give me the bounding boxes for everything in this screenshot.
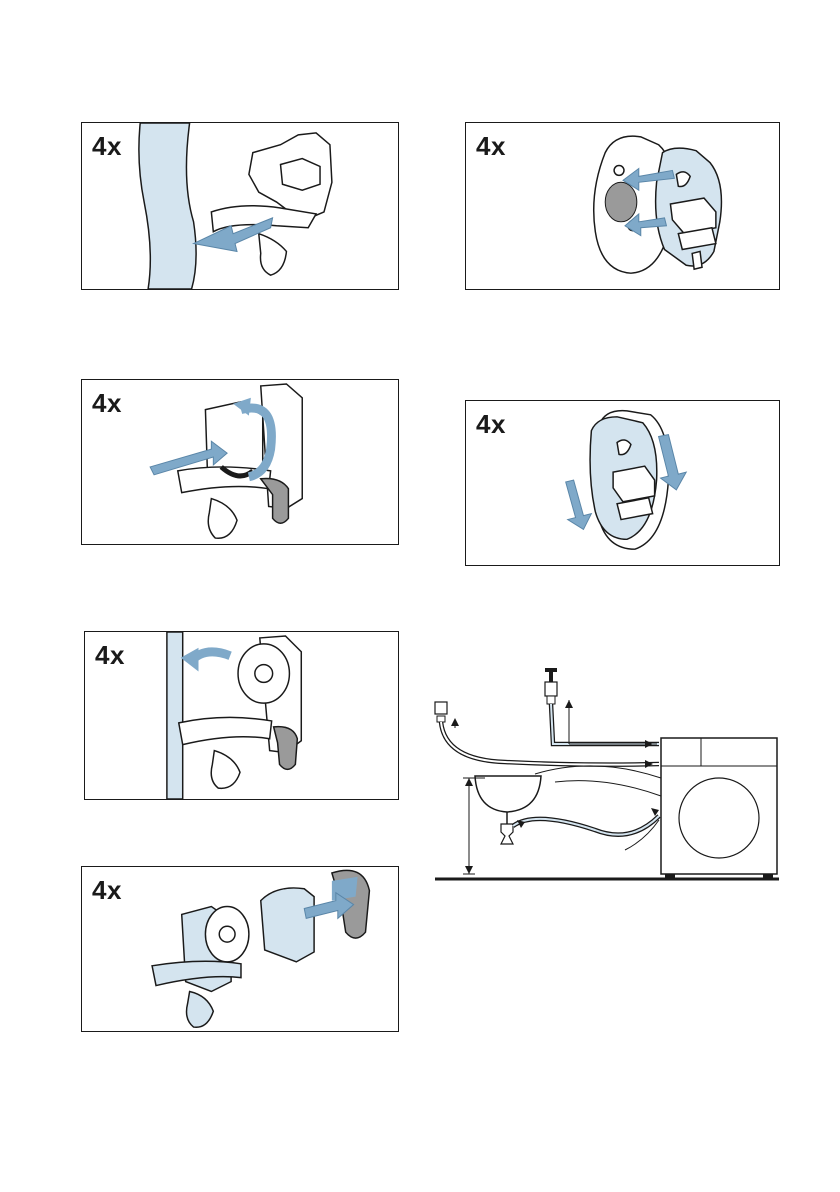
step-panel-unscrew-bolt: 4x [81,379,399,545]
step-panel-remove-spacer: 4x [84,631,399,800]
water-tap [545,668,557,672]
installation-overview-svg [425,660,795,885]
quantity-label: 4x [476,131,506,162]
quantity-label: 4x [92,388,122,419]
spacer-removal-illustration [85,632,398,799]
drain-trap [501,824,513,844]
cover-snap-illustration [466,401,779,565]
step-panel-snap-cover: 4x [465,400,780,566]
inlet-hose [551,704,659,744]
spacer-insert-illustration [82,867,398,1031]
sink [475,776,541,812]
quantity-label: 4x [476,409,506,440]
machine-door [679,778,759,858]
step-panel-attach-cover: 4x [465,122,780,290]
bolt-removal-illustration [82,123,398,289]
hole [605,182,637,222]
step-panel-remove-bolt: 4x [81,122,399,290]
plastic-sleeve [261,888,314,962]
grey-spacer [261,479,289,524]
rear-wall-panel [139,123,196,289]
quantity-label: 4x [92,875,122,906]
cover-attach-illustration [466,123,779,289]
quantity-label: 4x [95,640,125,671]
power-socket [435,702,447,714]
quantity-label: 4x [92,131,122,162]
step-panel-insert-spacer: 4x [81,866,399,1032]
wall-edge [167,632,183,799]
bolt-unscrew-illustration [82,380,398,544]
installation-overview-diagram [425,660,795,885]
